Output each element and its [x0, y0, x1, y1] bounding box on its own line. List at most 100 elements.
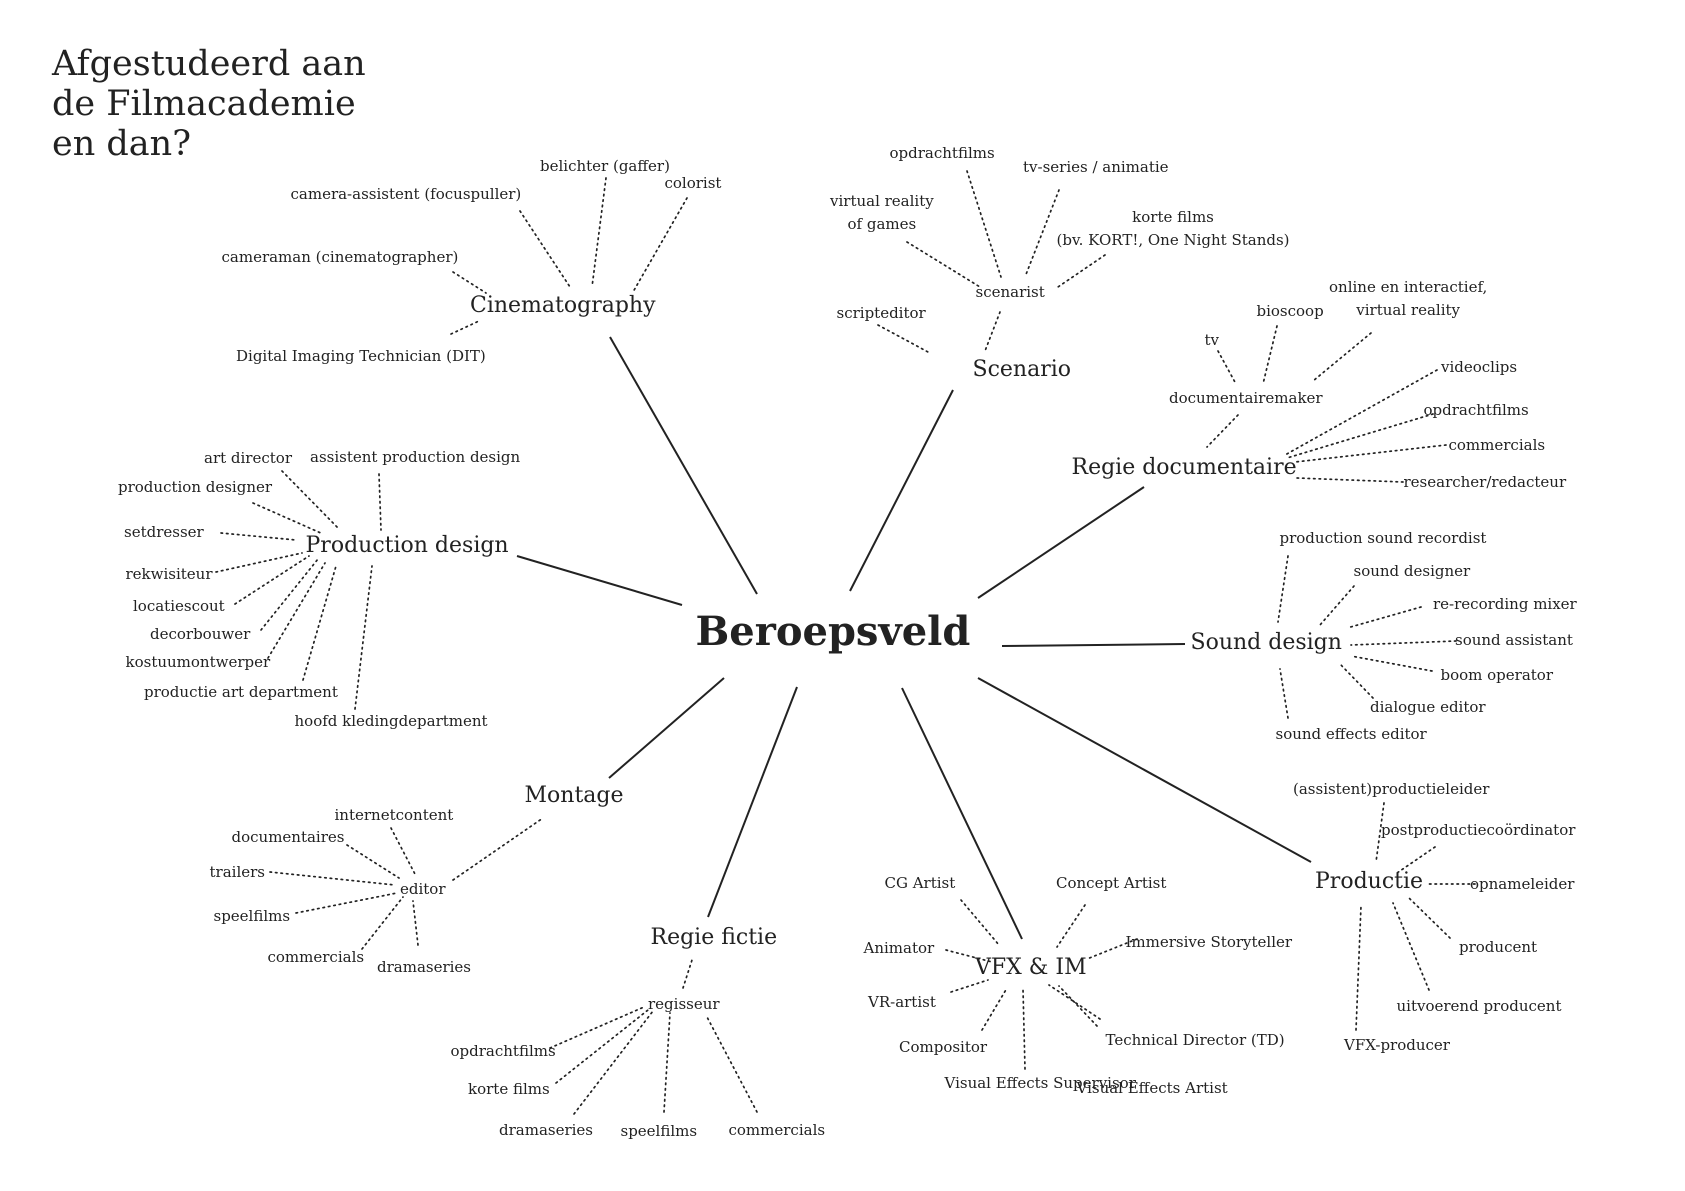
label-line: korte films — [1132, 207, 1214, 226]
role-cameraman-cinematographer: cameraman (cinematographer) — [222, 246, 459, 269]
role-hub-regisseur: regisseur — [648, 993, 720, 1016]
label-line: editor — [400, 879, 446, 898]
label-line: speelfilms — [620, 1121, 698, 1140]
role-opnameleider: opnameleider — [1470, 873, 1574, 896]
vfx-im-leaf-connector — [1058, 985, 1098, 1027]
label-line: production designer — [118, 477, 273, 496]
role-sound-designer: sound designer — [1354, 560, 1471, 583]
role-vfx-producer: VFX-producer — [1344, 1034, 1450, 1057]
label-line: producent — [1459, 937, 1538, 956]
label-line: opdrachtfilms — [450, 1041, 556, 1060]
role-speelfilms: speelfilms — [214, 905, 291, 928]
montage-leaf-connector — [361, 896, 404, 950]
label-line: dramaseries — [499, 1120, 593, 1139]
montage-hub-connector — [452, 817, 544, 881]
label-line: decorbouwer — [150, 624, 251, 643]
label-line: Concept Artist — [1056, 873, 1167, 892]
production-design-leaf-connector — [234, 555, 310, 605]
role-digital-imaging-technician-dit: Digital Imaging Technician (DIT) — [236, 345, 486, 368]
role-visual-effects-supervisor: Visual Effects Supervisor — [945, 1072, 1136, 1095]
regie-fictie-leaf-connector — [573, 1010, 654, 1115]
label-line: postproductiecoördinator — [1381, 820, 1576, 839]
label-line: assistent production design — [310, 447, 521, 466]
regie-documentaire-leaf-connector — [1286, 413, 1434, 459]
role-videoclips: videoclips — [1441, 356, 1517, 379]
productie-leaf-connector — [1375, 802, 1385, 863]
category-regie-fictie: Regie fictie — [651, 921, 778, 955]
production-design-leaf-connector — [354, 565, 373, 710]
productie-leaf-connector — [1408, 897, 1451, 939]
role-commercials: commercials — [729, 1119, 826, 1142]
sound-design-leaf-connector — [1277, 555, 1289, 623]
center-node: Beroepsveld — [696, 601, 971, 663]
role-korte-films-bv-kort-one-night-stands: korte films (bv. KORT!, One Night Stands) — [1057, 206, 1290, 253]
role-decorbouwer: decorbouwer — [150, 623, 250, 646]
production-design-leaf-connector — [260, 558, 319, 631]
label-line: Regie documentaire — [1071, 455, 1297, 480]
category-scenario: Scenario — [973, 353, 1072, 387]
label-line: CG Artist — [884, 873, 956, 892]
label-line: Visual Effects Supervisor — [944, 1073, 1136, 1092]
role-assistent-productieleider: (assistent)productieleider — [1293, 778, 1489, 801]
label-line: virtual reality — [830, 191, 934, 210]
role-boom-operator: boom operator — [1441, 664, 1554, 687]
category-productie: Productie — [1315, 865, 1423, 899]
production-design-leaf-connector — [302, 565, 337, 681]
label-line: uitvoerend producent — [1396, 996, 1562, 1015]
label-line: of games — [847, 214, 917, 233]
label-line: opnameleider — [1470, 874, 1575, 893]
label-line: scenarist — [975, 282, 1045, 301]
sound-design-leaf-connector — [1346, 606, 1422, 629]
label-line: Cinematography — [470, 293, 656, 318]
role-dramaseries: dramaseries — [377, 956, 471, 979]
label-line: Digital Imaging Technician (DIT) — [236, 346, 486, 365]
montage-connector — [608, 677, 725, 779]
role-hub-scenarist: scenarist — [976, 281, 1045, 304]
label-line: speelfilms — [213, 906, 291, 925]
label-line: researcher/redacteur — [1403, 472, 1567, 491]
cinematography-leaf-connector — [632, 197, 688, 293]
role-internetcontent: internetcontent — [335, 804, 454, 827]
sound-design-leaf-connector — [1279, 668, 1289, 719]
role-vr-artist: VR-artist — [868, 991, 936, 1014]
role-dialogue-editor: dialogue editor — [1370, 696, 1486, 719]
productie-connector — [977, 677, 1312, 863]
regie-documentaire-leaf-connector — [1312, 332, 1372, 382]
role-postproductieco-rdinator: postproductiecoördinator — [1381, 819, 1575, 842]
label-line: sound designer — [1353, 561, 1471, 580]
productie-leaf-connector — [1396, 846, 1436, 874]
label-line: opdrachtfilms — [1423, 400, 1529, 419]
label-line: scripteditor — [836, 303, 926, 322]
production-design-leaf-connector — [281, 470, 339, 529]
label-line: colorist — [664, 173, 722, 192]
role-immersive-storyteller: Immersive Storyteller — [1126, 931, 1293, 954]
label-line: Montage — [524, 783, 624, 808]
label-line: Regie fictie — [650, 925, 778, 950]
label-line: commercials — [728, 1120, 826, 1139]
label-line: (bv. KORT!, One Night Stands) — [1056, 230, 1290, 249]
sound-design-leaf-connector — [1350, 640, 1457, 646]
sound-design-connector — [1001, 643, 1186, 647]
production-design-leaf-connector — [215, 552, 303, 573]
label-line: documentaires — [231, 827, 345, 846]
role-visual-effects-artist: Visual Effects Artist — [1077, 1077, 1228, 1100]
regie-documentaire-leaf-connector — [1296, 477, 1404, 483]
role-animator: Animator — [864, 937, 935, 960]
label-line: commercials — [267, 947, 365, 966]
label-line: camera-assistent (focuspuller) — [290, 184, 522, 203]
regie-documentaire-hub-connector — [1206, 414, 1239, 448]
role-researcher-redacteur: researcher/redacteur — [1404, 471, 1567, 494]
scenario-connector — [849, 389, 954, 592]
role-tv-series-animatie: tv-series / animatie — [1023, 156, 1169, 179]
label-line: Animator — [863, 938, 935, 957]
label-line: Visual Effects Artist — [1076, 1078, 1228, 1097]
role-rekwisiteur: rekwisiteur — [126, 563, 213, 586]
cinematography-leaf-connector — [452, 271, 487, 294]
scenario-hub-connector — [984, 311, 1001, 352]
regie-fictie-leaf-connector — [549, 1006, 645, 1049]
label-line: Scenario — [972, 357, 1072, 382]
production-design-leaf-connector — [267, 562, 326, 659]
label-line: re-recording mixer — [1433, 594, 1577, 613]
vfx-im-leaf-connector — [1056, 904, 1086, 948]
